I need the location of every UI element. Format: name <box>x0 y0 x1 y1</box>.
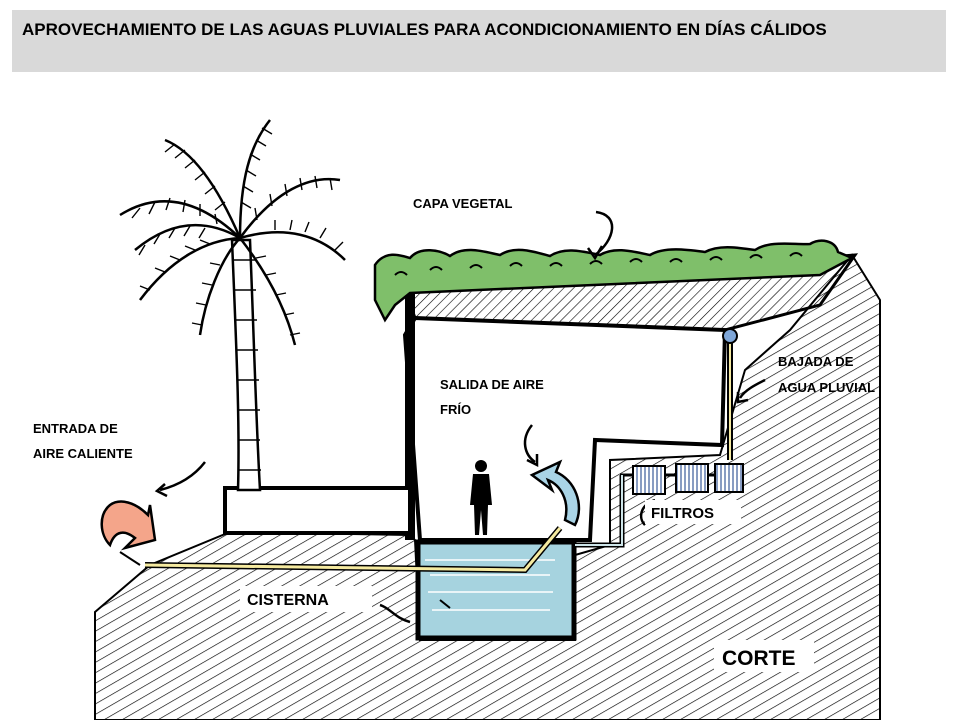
filter-unit <box>714 463 744 493</box>
page-title: APROVECHAMIENTO DE LAS AGUAS PLUVIALES P… <box>22 20 827 39</box>
cold-air-arrow <box>529 459 581 527</box>
label-capa-vegetal: CAPA VEGETAL <box>413 196 512 211</box>
leader-arrows <box>154 210 766 624</box>
person-figure <box>470 460 492 535</box>
label-entrada-line1: ENTRADA DE <box>33 421 118 436</box>
palm-tree <box>119 119 346 492</box>
filter-unit <box>632 465 666 495</box>
garden-wall <box>223 486 412 535</box>
title-bar: APROVECHAMIENTO DE LAS AGUAS PLUVIALES P… <box>12 10 946 72</box>
cistern <box>415 539 577 641</box>
label-bajada-line2: AGUA PLUVIAL <box>778 380 875 395</box>
room-left-wall <box>405 290 415 540</box>
label-corte: CORTE <box>722 647 796 670</box>
filter-unit <box>675 463 709 493</box>
label-cisterna: CISTERNA <box>247 592 329 609</box>
label-entrada-line2: AIRE CALIENTE <box>33 446 133 461</box>
label-bajada-line1: BAJADA DE <box>778 354 854 369</box>
green-roof-vegetation <box>373 239 855 323</box>
filters-assembly <box>575 328 744 548</box>
downpipe-cap <box>722 328 738 344</box>
label-salida-line1: SALIDA DE AIRE <box>440 377 544 392</box>
hot-air-arrow <box>100 500 157 551</box>
label-salida-line2: FRÍO <box>440 402 471 417</box>
label-filtros: FILTROS <box>651 505 714 522</box>
